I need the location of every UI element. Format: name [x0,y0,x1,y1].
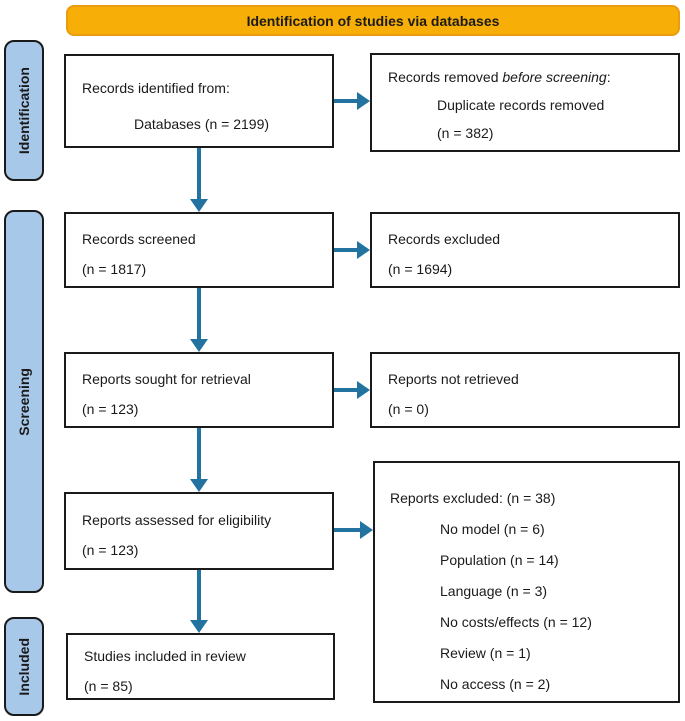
box-text-line: Reports sought for retrieval [82,371,251,387]
box-reports-assessed: Reports assessed for eligibility (n = 12… [64,492,334,570]
box-text-line: Reports assessed for eligibility [82,512,272,528]
box-text-line: (n = 123) [82,401,139,417]
box-text-line: (n = 382) [437,125,494,141]
arrow-right-assessed-to-reports-excluded [334,521,373,539]
exclusion-reason: Language (n = 3) [440,583,548,599]
box-records-excluded: Records excluded (n = 1694) [370,212,680,288]
arrow-down-identified-to-screened [190,148,208,212]
exclusion-reason: Review (n = 1) [440,645,531,661]
box-text-line: (n = 1817) [82,261,147,277]
arrow-down-assessed-to-included [190,570,208,633]
box-text-line: Records excluded [388,231,501,247]
box-reports-sought: Reports sought for retrieval (n = 123) [64,352,334,428]
box-text-line: (n = 123) [82,542,139,558]
box-text-line: Studies included in review [84,648,246,664]
box-reports-not-retrieved: Reports not retrieved (n = 0) [370,352,680,428]
box-records-identified: Records identified from: Databases (n = … [64,54,334,148]
box-text-line: (n = 0) [388,401,429,417]
exclusion-reason: No model (n = 6) [440,521,545,537]
box-records-screened: Records screened (n = 1817) [64,212,334,288]
arrow-down-sought-to-assessed [190,428,208,492]
stage-label-text: Included [16,637,32,696]
exclusion-reason: Population (n = 14) [440,552,559,568]
stage-label-screening: Screening [4,210,44,593]
box-text-line: Records removed before screening: [388,69,611,85]
italic-phrase: before screening [502,69,607,85]
arrow-right-identified-to-removed [334,92,370,110]
stage-label-text: Identification [16,66,32,155]
arrow-down-screened-to-sought [190,288,208,352]
box-text-line: Databases (n = 2199) [134,116,270,132]
diagram-title: Identification of studies via databases [246,12,500,29]
box-text-line: Records screened [82,231,196,247]
box-reports-excluded-reasons: Reports excluded: (n = 38) No model (n =… [373,461,680,703]
box-text-line: (n = 1694) [388,261,453,277]
box-text-line: Records identified from: [82,80,230,96]
box-text-line: Duplicate records removed [437,97,605,113]
stage-label-included: Included [4,617,44,716]
exclusion-reason: No access (n = 2) [440,676,551,692]
box-text-line: Reports not retrieved [388,371,519,387]
box-records-removed: Records removed before screening: Duplic… [370,53,680,152]
stage-label-identification: Identification [4,40,44,181]
arrow-right-sought-to-not-retrieved [334,381,370,399]
arrow-right-screened-to-excluded [334,241,370,259]
box-text-line: (n = 85) [84,678,133,694]
box-text-line: Reports excluded: (n = 38) [390,490,556,506]
stage-label-text: Screening [16,367,32,436]
exclusion-reason: No costs/effects (n = 12) [440,614,592,630]
box-studies-included: Studies included in review (n = 85) [66,633,335,700]
diagram-title-banner: Identification of studies via databases [66,5,680,36]
